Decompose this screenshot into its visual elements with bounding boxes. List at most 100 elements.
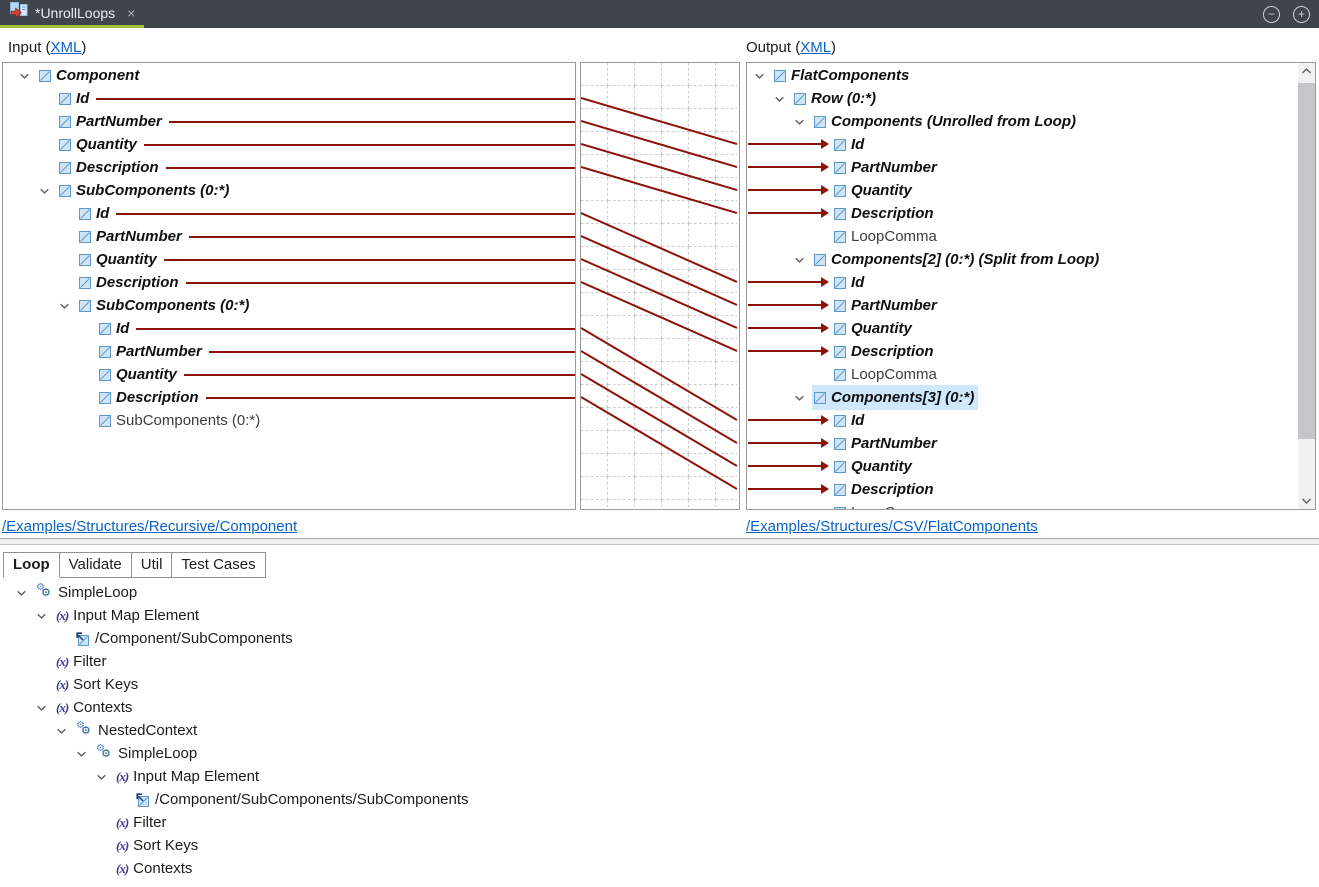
document-tab[interactable]: *UnrollLoops ×: [0, 0, 145, 28]
tree-row[interactable]: Id: [747, 133, 1298, 156]
input-xml-link[interactable]: XML: [50, 39, 82, 56]
mapping-line[interactable]: [581, 212, 737, 283]
mapping-arrow[interactable]: [748, 323, 829, 333]
mapping-arrow[interactable]: [748, 139, 829, 149]
tree-row[interactable]: Quantity: [3, 363, 575, 386]
chevron-down-icon[interactable]: [794, 393, 812, 403]
tree-row[interactable]: (x)Input Map Element: [0, 765, 1319, 788]
scrollbar-thumb[interactable]: [1298, 83, 1315, 439]
tree-row[interactable]: /Component/SubComponents/SubComponents: [0, 788, 1319, 811]
tree-row[interactable]: (x)Contexts: [0, 857, 1319, 880]
pane-splitter[interactable]: [0, 538, 1319, 545]
plus-circle-icon[interactable]: +: [1293, 6, 1310, 23]
mapping-arrow[interactable]: [748, 461, 829, 471]
tree-row[interactable]: (x)Input Map Element: [0, 604, 1319, 627]
tree-row[interactable]: Quantity: [747, 317, 1298, 340]
tree-row[interactable]: Id: [3, 317, 575, 340]
close-icon[interactable]: ×: [127, 4, 136, 21]
tree-row[interactable]: (x)Filter: [0, 650, 1319, 673]
tree-row[interactable]: Description: [3, 386, 575, 409]
mapping-line[interactable]: [581, 327, 737, 421]
mapping-line[interactable]: [581, 143, 737, 191]
tree-row[interactable]: PartNumber: [3, 340, 575, 363]
tree-row[interactable]: Quantity: [747, 455, 1298, 478]
tree-row[interactable]: LoopComma: [747, 363, 1298, 386]
minus-circle-icon[interactable]: −: [1263, 6, 1280, 23]
mapping-stub[interactable]: [96, 97, 575, 100]
mapping-line[interactable]: [581, 235, 737, 306]
output-xml-link[interactable]: XML: [800, 39, 832, 56]
mapping-line[interactable]: [581, 258, 737, 329]
input-path-link[interactable]: /Examples/Structures/Recursive/Component: [2, 518, 298, 535]
tree-row[interactable]: Description: [3, 271, 575, 294]
chevron-down-icon[interactable]: [774, 94, 792, 104]
tree-row[interactable]: Quantity: [747, 179, 1298, 202]
tree-row[interactable]: (x)Contexts: [0, 696, 1319, 719]
scroll-down-icon[interactable]: [1298, 492, 1315, 509]
tree-row[interactable]: SubComponents (0:*): [3, 179, 575, 202]
mapping-arrow[interactable]: [748, 162, 829, 172]
tree-row[interactable]: Description: [747, 478, 1298, 501]
chevron-down-icon[interactable]: [76, 749, 94, 759]
tree-row[interactable]: ⚙⚙SimpleLoop: [0, 742, 1319, 765]
mapping-stub[interactable]: [168, 120, 575, 123]
tab-loop[interactable]: Loop: [3, 552, 60, 578]
mapping-stub[interactable]: [143, 143, 575, 146]
mapping-arrow[interactable]: [748, 300, 829, 310]
tree-row[interactable]: (x)Sort Keys: [0, 673, 1319, 696]
mapping-arrow[interactable]: [748, 484, 829, 494]
mapping-arrow[interactable]: [748, 277, 829, 287]
mapping-arrow[interactable]: [748, 415, 829, 425]
chevron-down-icon[interactable]: [16, 588, 34, 598]
mapping-arrow[interactable]: [748, 346, 829, 356]
chevron-down-icon[interactable]: [754, 71, 772, 81]
tree-row[interactable]: LoopComma: [747, 501, 1298, 509]
tree-row[interactable]: PartNumber: [747, 432, 1298, 455]
tree-row[interactable]: /Component/SubComponents: [0, 627, 1319, 650]
mapping-arrow[interactable]: [748, 185, 829, 195]
tree-row[interactable]: Description: [3, 156, 575, 179]
mapping-stub[interactable]: [165, 166, 575, 169]
tree-row[interactable]: Quantity: [3, 133, 575, 156]
mapping-arrow[interactable]: [748, 438, 829, 448]
output-path-link[interactable]: /Examples/Structures/CSV/FlatComponents: [746, 518, 1038, 535]
tab-test-cases[interactable]: Test Cases: [172, 552, 266, 578]
chevron-down-icon[interactable]: [59, 301, 77, 311]
mapping-line[interactable]: [581, 396, 737, 490]
chevron-down-icon[interactable]: [39, 186, 57, 196]
mapping-line[interactable]: [581, 97, 737, 145]
tree-row[interactable]: Description: [747, 340, 1298, 363]
tree-row[interactable]: Id: [747, 409, 1298, 432]
tree-row[interactable]: SubComponents (0:*): [3, 294, 575, 317]
tree-row[interactable]: Row (0:*): [747, 87, 1298, 110]
chevron-down-icon[interactable]: [794, 117, 812, 127]
tree-row[interactable]: Component: [3, 64, 575, 87]
tree-row[interactable]: (x)Filter: [0, 811, 1319, 834]
mapping-stub[interactable]: [163, 258, 575, 261]
chevron-down-icon[interactable]: [36, 611, 54, 621]
tree-row[interactable]: Id: [3, 202, 575, 225]
tree-row[interactable]: PartNumber: [747, 294, 1298, 317]
tree-row[interactable]: ⚙⚙NestedContext: [0, 719, 1319, 742]
mapping-line[interactable]: [581, 350, 737, 444]
mapping-stub[interactable]: [205, 396, 575, 399]
mapping-stub[interactable]: [185, 281, 575, 284]
chevron-down-icon[interactable]: [36, 703, 54, 713]
mapping-line[interactable]: [581, 281, 737, 352]
mapping-stub[interactable]: [208, 350, 575, 353]
tree-row[interactable]: (x)Sort Keys: [0, 834, 1319, 857]
output-scrollbar[interactable]: [1298, 63, 1315, 509]
mapping-stub[interactable]: [116, 212, 575, 215]
mapping-line[interactable]: [581, 166, 737, 214]
tree-row[interactable]: SubComponents (0:*): [3, 409, 575, 432]
tree-row[interactable]: Description: [747, 202, 1298, 225]
tree-row[interactable]: PartNumber: [3, 110, 575, 133]
chevron-down-icon[interactable]: [96, 772, 114, 782]
tree-row[interactable]: PartNumber: [3, 225, 575, 248]
tree-row[interactable]: Id: [747, 271, 1298, 294]
mapping-stub[interactable]: [136, 327, 575, 330]
tree-row[interactable]: Components[2] (0:*) (Split from Loop): [747, 248, 1298, 271]
mapping-arrow[interactable]: [748, 208, 829, 218]
mapping-line[interactable]: [581, 373, 737, 467]
tab-validate[interactable]: Validate: [59, 552, 132, 578]
